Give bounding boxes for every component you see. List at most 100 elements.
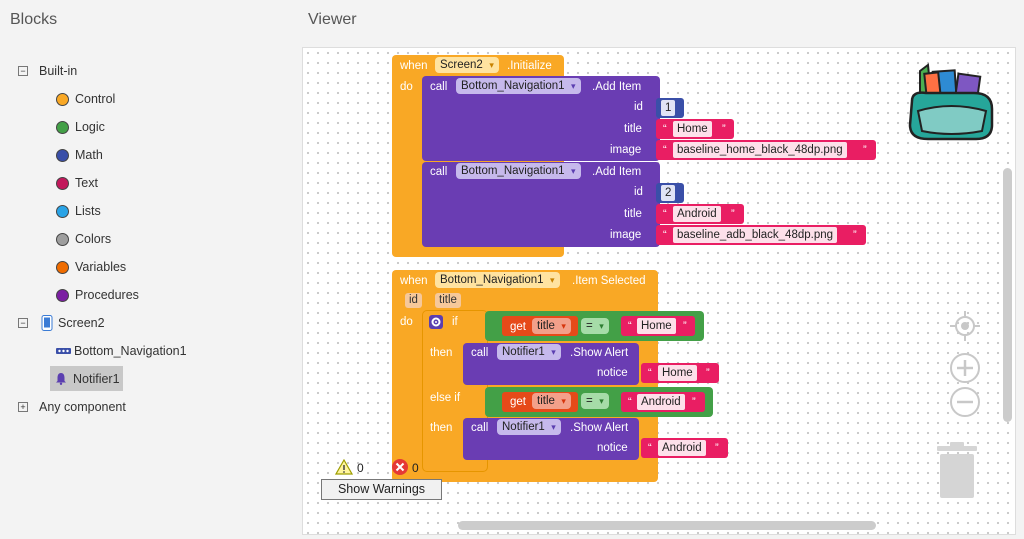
quote-close: ” [853,229,857,241]
tree-builtin-label: Built-in [39,64,78,78]
event-name: .Initialize [507,60,552,72]
zoom-out-icon[interactable] [949,386,981,418]
param-title[interactable]: title [435,293,461,308]
component-dropdown[interactable]: Bottom_Navigation1 [435,272,560,288]
tree-screen2[interactable]: − Screen2 [18,311,105,335]
quote-close: ” [683,320,687,332]
do-keyword: do [400,316,413,328]
operator-dropdown[interactable]: = [581,393,609,409]
vertical-scrollbar[interactable] [1003,168,1012,422]
id-label: id [634,101,643,113]
variable-dropdown[interactable]: title [532,393,571,409]
quote-close: ” [715,442,719,454]
quote-close: ” [863,144,867,156]
tree-item-control[interactable]: Control [56,87,115,111]
id-label: id [634,186,643,198]
screen-dropdown[interactable]: Screen2 [435,57,499,73]
tree-item-notifier[interactable]: Notifier1 [50,366,123,391]
blocks-title: Blocks [10,11,58,28]
collapse-icon[interactable]: − [18,318,28,328]
variable-dropdown[interactable]: title [532,318,571,334]
tree-item-logic[interactable]: Logic [56,115,105,139]
recenter-icon[interactable] [949,310,981,342]
get-keyword: get [510,396,526,408]
math-color-icon [56,148,69,162]
title-label: title [624,123,642,135]
id-value[interactable]: 2 [661,185,676,201]
error-count: 0 [412,461,419,475]
notice-label: notice [597,367,628,379]
method-name: .Show Alert [570,347,629,359]
compare-value[interactable]: Android [637,394,685,410]
call-keyword: call [471,347,489,359]
tree-item-label: Colors [75,232,112,246]
image-value[interactable]: baseline_home_black_48dp.png [673,142,847,158]
tree-item-label: Math [75,148,103,162]
param-id[interactable]: id [405,293,422,308]
quote-open: “ [663,144,667,156]
notice-value[interactable]: Android [658,440,706,456]
gear-icon[interactable] [429,315,443,329]
error-icon[interactable] [391,458,409,476]
text-color-icon [56,176,69,190]
tree-builtin[interactable]: − Built-in [18,59,77,83]
quote-open: “ [663,208,667,220]
quote-open: “ [663,229,667,241]
title-value[interactable]: Home [673,121,712,137]
tree-screen-label: Screen2 [58,316,105,330]
image-label: image [610,144,642,156]
notice-value[interactable]: Home [658,365,697,381]
expand-icon[interactable]: + [18,402,28,412]
trash-icon[interactable] [935,442,979,500]
component-dropdown[interactable]: Bottom_Navigation1 [456,78,581,94]
image-value[interactable]: baseline_adb_black_48dp.png [673,227,838,243]
tree-item-variables[interactable]: Variables [56,255,126,279]
tree-item-label: Text [75,176,98,190]
operator-dropdown[interactable]: = [581,318,609,334]
quote-open: “ [648,367,652,379]
quote-close: ” [722,123,726,135]
zoom-in-icon[interactable] [949,352,981,384]
variables-color-icon [56,260,69,274]
compare-value[interactable]: Home [637,318,676,334]
image-label: image [610,229,642,241]
logic-color-icon [56,120,69,134]
notifier-dropdown[interactable]: Notifier1 [497,344,561,360]
title-value[interactable]: Android [673,206,721,222]
tree-item-bottom-navigation[interactable]: Bottom_Navigation1 [56,339,187,363]
id-value[interactable]: 1 [661,100,676,116]
tree-item-colors[interactable]: Colors [56,227,111,251]
notifier-dropdown[interactable]: Notifier1 [497,419,561,435]
tree-any-label: Any component [39,400,126,414]
then-keyword: then [430,422,453,434]
backpack-icon[interactable] [906,61,996,143]
tree-item-text[interactable]: Text [56,171,98,195]
else-if-keyword: else if [430,392,461,404]
quote-open: “ [663,123,667,135]
quote-open: “ [628,320,632,332]
tree-item-label: Control [75,92,116,106]
event-name: .Item Selected [572,275,646,287]
bell-icon [56,373,66,385]
collapse-icon[interactable]: − [18,66,28,76]
tree-item-lists[interactable]: Lists [56,199,101,223]
quote-open: “ [628,396,632,408]
tree-item-label: Procedures [75,288,139,302]
quote-open: “ [648,442,652,454]
show-warnings-button[interactable]: Show Warnings [321,479,442,500]
horizontal-scrollbar[interactable] [458,521,876,530]
call-keyword: call [471,422,489,434]
component-dropdown[interactable]: Bottom_Navigation1 [456,163,581,179]
tree-item-math[interactable]: Math [56,143,103,167]
warning-icon[interactable] [335,459,353,475]
call-keyword: call [430,166,448,178]
get-keyword: get [510,321,526,333]
quote-close: ” [706,367,710,379]
quote-close: ” [731,208,735,220]
lists-color-icon [56,204,69,218]
tree-item-procedures[interactable]: Procedures [56,283,139,307]
method-name: .Add Item [592,81,642,93]
tree-any-component[interactable]: + Any component [18,395,126,419]
if-keyword: if [452,316,458,328]
